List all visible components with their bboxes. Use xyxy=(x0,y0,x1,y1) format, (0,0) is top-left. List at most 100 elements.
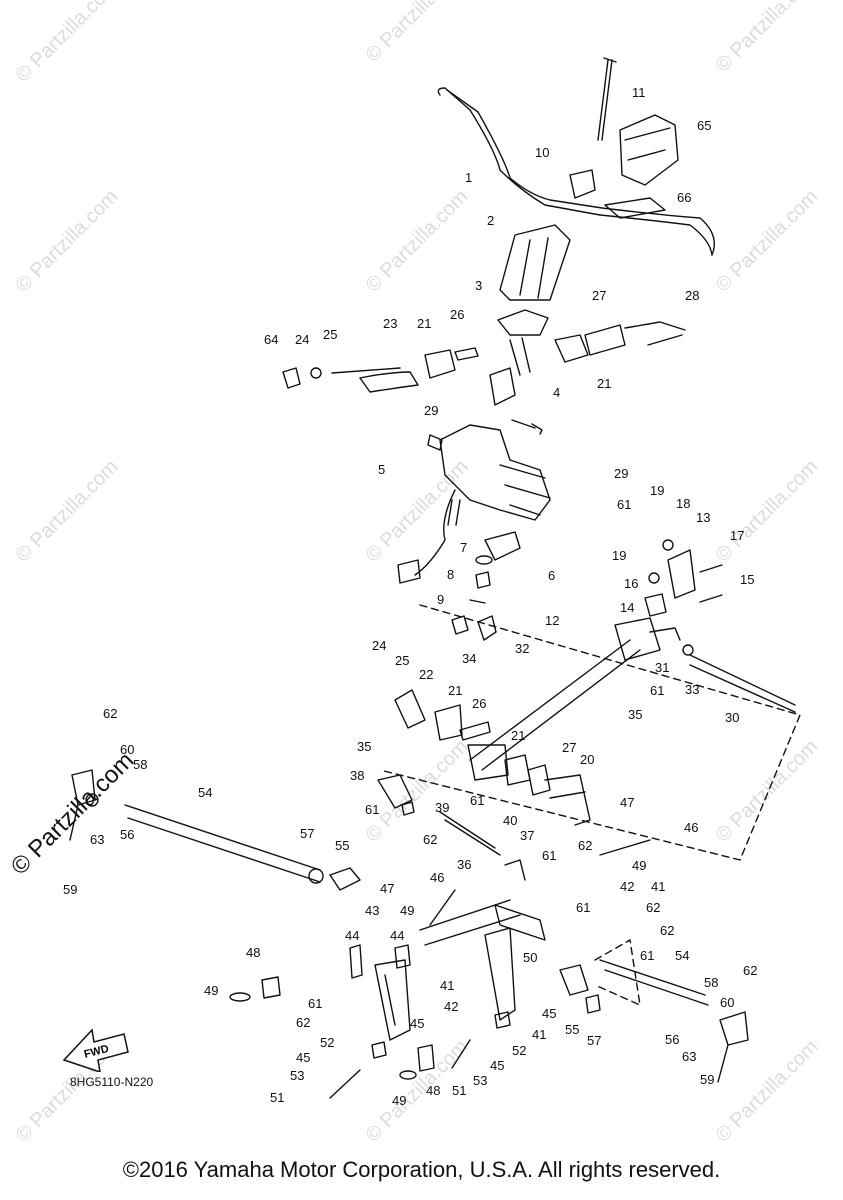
copyright-footer: ©2016 Yamaha Motor Corporation, U.S.A. A… xyxy=(122,1157,721,1182)
callout-47b: 47 xyxy=(380,881,395,896)
callout-8: 8 xyxy=(447,567,455,582)
callout-39: 39 xyxy=(435,800,450,815)
cover-65 xyxy=(619,114,679,186)
callout-6: 6 xyxy=(548,568,556,583)
callout-49b: 49 xyxy=(400,903,415,918)
cap-64 xyxy=(282,367,301,389)
callout-42a: 42 xyxy=(620,879,635,894)
callout-19b: 19 xyxy=(612,548,627,563)
callout-21a: 21 xyxy=(417,316,432,331)
callout-54b: 54 xyxy=(675,948,690,963)
link-lower xyxy=(419,899,521,946)
callout-44b: 44 xyxy=(390,928,405,943)
callout-62g: 62 xyxy=(743,963,758,978)
joint-38 xyxy=(377,774,413,809)
callout-65: 65 xyxy=(697,118,712,133)
callout-61d: 61 xyxy=(365,802,380,817)
washer-49-b xyxy=(399,1070,417,1080)
callout-45a: 45 xyxy=(410,1016,425,1031)
callout-51b: 51 xyxy=(452,1083,467,1098)
handlebar-clamp xyxy=(569,169,596,199)
washer-7 xyxy=(475,555,493,565)
eps-connector-1 xyxy=(427,434,443,451)
callout-61e: 61 xyxy=(542,848,557,863)
bolt-4 xyxy=(511,419,543,435)
joint-55-left xyxy=(329,867,361,891)
callout-55a: 55 xyxy=(335,838,350,853)
callout-3: 3 xyxy=(475,278,483,293)
arm-rear xyxy=(484,927,516,1021)
eps-unit xyxy=(439,424,551,521)
diagram-code: 8HG5110-N220 xyxy=(70,1075,154,1089)
callout-59a: 59 xyxy=(63,882,78,897)
callout-27b: 27 xyxy=(562,740,577,755)
callout-62d: 62 xyxy=(646,900,661,915)
handlebar xyxy=(437,87,713,256)
callout-61c: 61 xyxy=(470,793,485,808)
callout-30: 30 xyxy=(725,710,740,725)
callout-22: 22 xyxy=(419,667,434,682)
callout-20: 20 xyxy=(580,752,595,767)
callout-41c: 41 xyxy=(532,1027,547,1042)
tie-rod-54-right xyxy=(599,959,709,1006)
plate-27-low xyxy=(527,764,551,796)
bolt-51-right xyxy=(451,1039,471,1069)
callout-19: 19 xyxy=(650,483,665,498)
callout-24b: 24 xyxy=(372,638,387,653)
nut-39 xyxy=(401,801,415,816)
callout-21c: 21 xyxy=(448,683,463,698)
column-cover xyxy=(499,224,571,301)
nut-24 xyxy=(310,367,322,379)
bolt-15 xyxy=(699,594,723,603)
bolt-17 xyxy=(699,564,723,573)
callout-53b: 53 xyxy=(473,1073,488,1088)
joint-55-right xyxy=(559,964,589,996)
callout-26a: 26 xyxy=(450,307,465,322)
callout-21d: 21 xyxy=(511,728,526,743)
dashed-outline-right xyxy=(594,939,641,1006)
joint-37 xyxy=(504,859,526,881)
callout-35b: 35 xyxy=(357,739,372,754)
callout-18: 18 xyxy=(676,496,691,511)
bolt-11 xyxy=(597,57,617,141)
bolt-59-left xyxy=(69,804,79,841)
joint-56-left xyxy=(71,769,96,806)
callout-38: 38 xyxy=(350,768,365,783)
callout-43: 43 xyxy=(365,903,380,918)
eps-motor xyxy=(499,464,551,516)
callout-29a: 29 xyxy=(424,403,439,418)
bracket-21-mid xyxy=(467,744,509,781)
callout-46b: 46 xyxy=(430,870,445,885)
shaft-30 xyxy=(689,654,796,713)
bracket-21 xyxy=(424,349,456,379)
callout-17: 17 xyxy=(730,528,745,543)
callout-29b: 29 xyxy=(614,466,629,481)
callout-62c: 62 xyxy=(578,838,593,853)
link-20 xyxy=(544,774,591,826)
nut-34 xyxy=(451,615,469,635)
callout-49a: 49 xyxy=(632,858,647,873)
callout-12: 12 xyxy=(545,613,560,628)
callout-41a: 41 xyxy=(651,879,666,894)
callout-48a: 48 xyxy=(246,945,261,960)
tie-rod-54-left xyxy=(124,804,321,883)
washer-58-left xyxy=(85,793,99,807)
shaft-12-end xyxy=(614,617,661,661)
nut-18 xyxy=(662,539,674,551)
callout-48b: 48 xyxy=(426,1083,441,1098)
bracket-21-mid2 xyxy=(504,754,531,786)
arm-43-inner xyxy=(384,974,396,1026)
callout-60a: 60 xyxy=(120,742,135,757)
callout-60b: 60 xyxy=(720,995,735,1010)
callout-61h: 61 xyxy=(308,996,323,1011)
pin-9 xyxy=(469,599,486,604)
callout-61a: 61 xyxy=(617,497,632,512)
callout-15: 15 xyxy=(740,572,755,587)
callout-13: 13 xyxy=(696,510,711,525)
bushing-14 xyxy=(644,593,667,617)
callout-40: 40 xyxy=(503,813,518,828)
bracket-21-low xyxy=(434,704,463,741)
callout-64: 64 xyxy=(264,332,279,347)
upper-shaft xyxy=(509,337,531,376)
